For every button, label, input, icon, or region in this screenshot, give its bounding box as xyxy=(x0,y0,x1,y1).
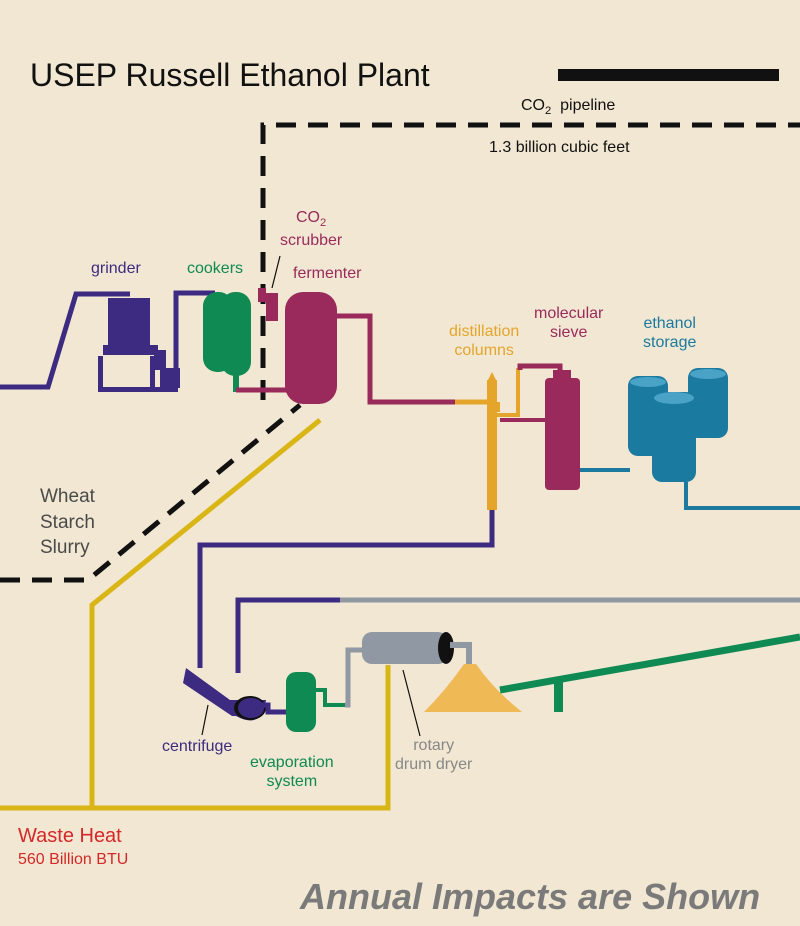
molsieve-line-1: molecular xyxy=(534,305,604,322)
waste-heat-return-line xyxy=(0,665,391,811)
footer-note: Annual Impacts are Shown xyxy=(300,876,761,917)
centrifuge-unit xyxy=(183,668,266,736)
fermenter-tank xyxy=(285,292,337,404)
co2-prefix: CO xyxy=(521,97,545,114)
ddgs-pile xyxy=(424,664,522,712)
co2-subscript: 2 xyxy=(545,105,552,118)
molecular-sieve-unit xyxy=(545,370,580,490)
centrifuge-label: centrifuge xyxy=(162,738,233,755)
fermenter-label: fermenter xyxy=(293,265,362,282)
evaporation-label: evaporation system xyxy=(250,753,334,791)
distillation-column xyxy=(487,368,520,510)
co2-volume-label: 1.3 billion cubic feet xyxy=(489,139,630,156)
slurry-line-3: Slurry xyxy=(40,537,90,559)
evaporation-unit xyxy=(286,672,345,732)
slurry-line-1: Wheat xyxy=(40,486,95,507)
centrifuge-return-line xyxy=(235,597,340,673)
cookers-label: cookers xyxy=(187,260,244,277)
scrubber-text: scrubber xyxy=(280,231,343,249)
ethanol-out-line xyxy=(684,482,800,510)
scrubber-co2: CO2 xyxy=(280,208,342,231)
distillation-label: distillation columns xyxy=(449,322,519,360)
rotary-line-2: drum dryer xyxy=(395,756,473,774)
centrifuge-evap-line xyxy=(250,702,290,715)
ethanol-line-2: storage xyxy=(643,334,697,352)
stillage-line xyxy=(197,510,495,668)
ethanol-line-1: ethanol xyxy=(643,315,696,332)
waste-heat-label: Waste Heat xyxy=(18,825,122,847)
page-title: USEP Russell Ethanol Plant xyxy=(30,57,430,93)
conveyor-belt xyxy=(499,633,800,712)
cookers-tanks xyxy=(203,292,251,392)
distillation-line-2: columns xyxy=(454,342,514,360)
distillation-line-1: distillation xyxy=(449,323,520,340)
title-bar xyxy=(558,69,779,81)
evap-dryer-line xyxy=(345,647,365,708)
rotary-drum-dryer xyxy=(362,632,472,737)
scrubber-co2-prefix: CO xyxy=(296,209,320,226)
grinder-cooker-line xyxy=(173,290,215,370)
slurry-line-2: Starch xyxy=(40,511,95,533)
ethanol-storage-tanks xyxy=(628,368,728,482)
waste-heat-line xyxy=(89,418,322,808)
molecular-sieve-label: molecular sieve xyxy=(534,304,603,342)
rotary-line-1: rotary xyxy=(413,737,455,754)
co2-pipeline-text: pipeline xyxy=(560,97,616,114)
starch-slurry-line xyxy=(0,403,302,583)
evap-line-1: evaporation xyxy=(250,754,334,771)
grinder-machine xyxy=(98,298,180,392)
rotary-dryer-label: rotary drum dryer xyxy=(395,736,472,774)
co2-pipeline-line xyxy=(260,122,800,400)
fermenter-distillation-line xyxy=(337,313,455,405)
molsieve-line-2: sieve xyxy=(550,324,588,342)
co2-pipeline-label: CO2 pipeline xyxy=(521,96,615,119)
ethanol-storage-label: ethanol storage xyxy=(643,314,696,352)
slurry-label: Wheat Starch Slurry xyxy=(40,484,95,561)
grain-feed-line xyxy=(0,291,130,390)
scrubber-co2-subscript: 2 xyxy=(320,217,327,230)
co2-scrubber-unit xyxy=(258,255,281,321)
co2-scrubber-label: CO2 scrubber xyxy=(280,208,342,250)
grinder-label: grinder xyxy=(91,260,141,277)
waste-heat-value: 560 Billion BTU xyxy=(18,851,129,868)
evap-line-2: system xyxy=(266,773,318,791)
